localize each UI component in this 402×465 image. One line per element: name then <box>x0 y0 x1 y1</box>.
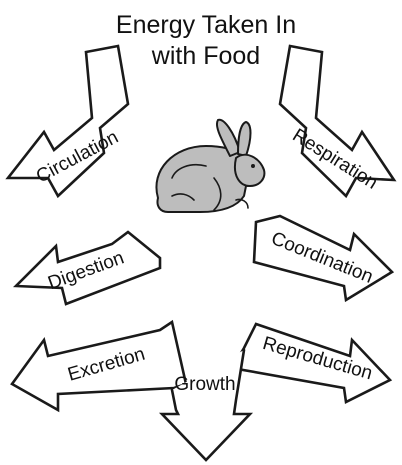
rabbit-eye <box>251 164 255 168</box>
title-line-2: with Food <box>151 42 260 70</box>
rabbit-icon <box>155 118 266 213</box>
respiration-arrow <box>278 44 397 199</box>
coordination-arrow <box>252 214 395 303</box>
growth-label: Growth <box>174 374 235 395</box>
title-line-1: Energy Taken In <box>116 11 296 39</box>
digestion-arrow <box>12 230 162 306</box>
growth-arrow <box>158 348 254 462</box>
circulation-arrow <box>5 44 130 199</box>
reproduction-arrow <box>229 322 393 404</box>
